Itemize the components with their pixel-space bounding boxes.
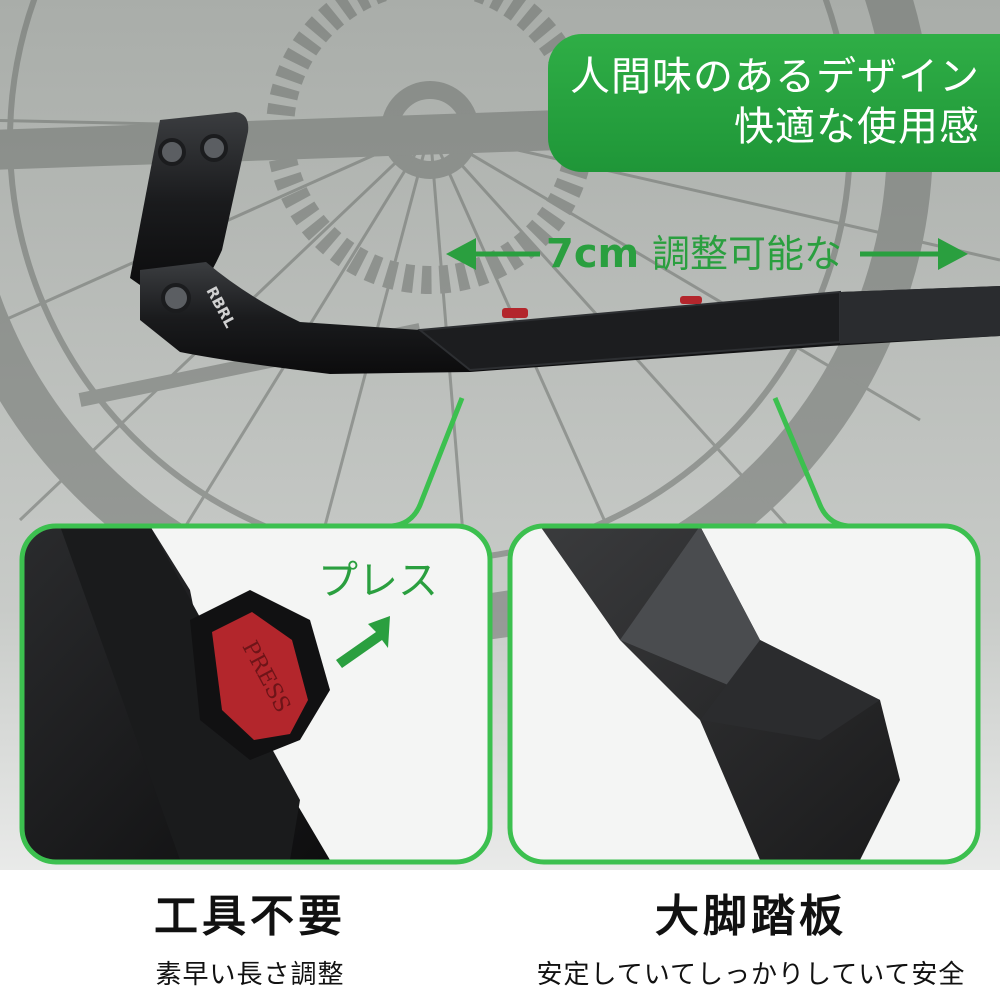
caption-right: 大脚踏板 安定していてしっかりしていて安全 [516,880,986,991]
detail-panel-press: PRESS [19,523,493,865]
press-label: プレス [318,558,438,604]
kickstand: RBRL [130,112,1000,374]
banner-line-2: 快適な使用感 [734,104,980,150]
adjust-text: 調整可能な [651,232,842,276]
press-arrow-icon [336,616,390,668]
adjust-amount: 7cm [546,231,640,277]
banner-line-1: 人間味のあるデザイン [570,54,980,100]
feature-banner: 人間味のあるデザイン 快適な使用感 [548,34,1000,172]
detail-panel-foot [507,523,981,865]
caption-right-sub: 安定していてしっかりしていて安全 [536,960,966,990]
press-button: PRESS [212,612,308,740]
adjust-label: 7cm 調整可能な [546,224,842,284]
caption-left: 工具不要 素早い長さ調整 [100,880,400,991]
double-arrow-icon [446,238,968,270]
caption-right-title: 大脚踏板 [655,891,847,942]
caption-left-sub: 素早い長さ調整 [155,960,345,990]
caption-left-title: 工具不要 [154,891,346,942]
